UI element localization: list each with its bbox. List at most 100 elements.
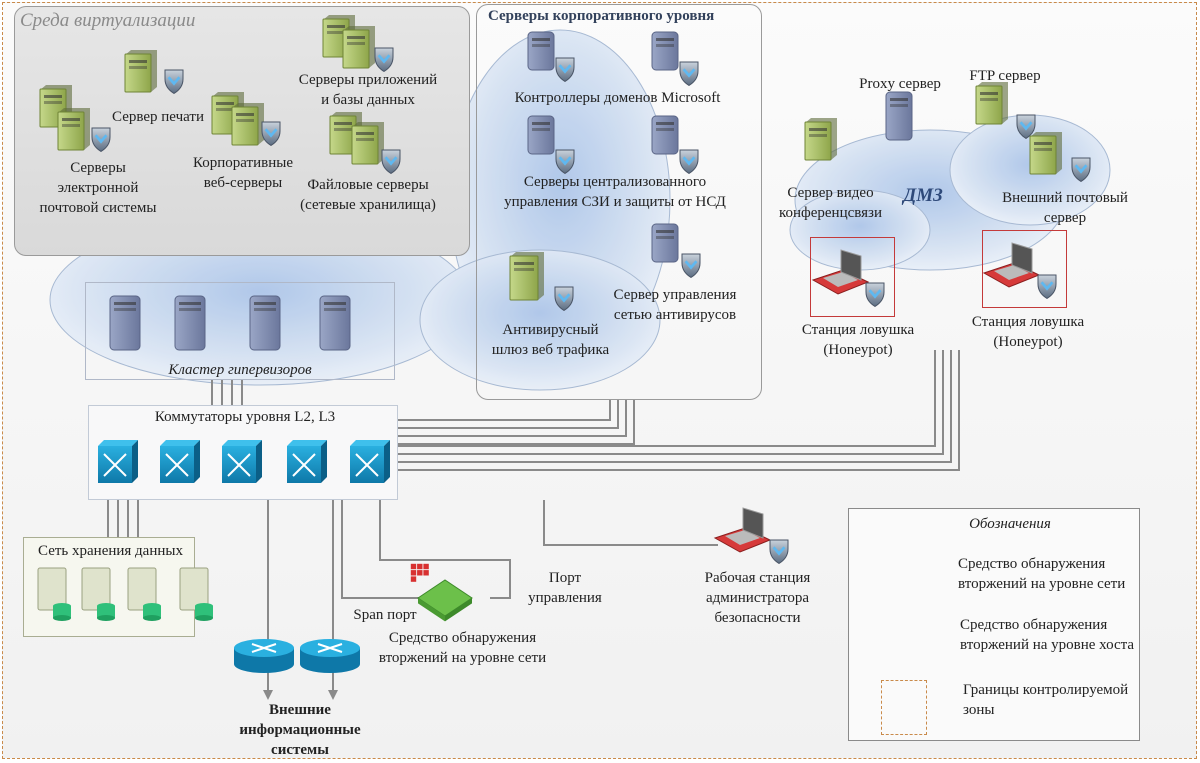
- switch-icon: [98, 440, 138, 483]
- storage-server-icon: [81, 567, 115, 621]
- host-ids-shield-icon: [681, 253, 701, 278]
- label-print-server: Сервер печати: [112, 109, 204, 125]
- server-blue-icon: [651, 31, 679, 71]
- label-line: Рабочая станция: [704, 570, 811, 586]
- label-ext-mail: Внешний почтовый сервер: [990, 188, 1140, 228]
- legend-item-nids-label: Средство обнаружения вторжений на уровне…: [958, 554, 1125, 594]
- admin-workstation-icon: [713, 507, 772, 553]
- host-ids-shield-icon: [679, 149, 699, 174]
- corporate-zone: [476, 4, 762, 400]
- label-line: сетью антивирусов: [613, 307, 737, 323]
- label-line: Станция ловушка: [971, 314, 1085, 330]
- label-proxy: Proxy сервер: [859, 76, 941, 92]
- server-green-icon: [231, 103, 264, 146]
- server-blue-icon: [651, 115, 679, 155]
- label-line: Станция ловушка: [801, 322, 915, 338]
- host-ids-shield-icon: [1071, 157, 1091, 182]
- host-ids-shield-icon: [769, 539, 789, 564]
- label-line: Средство обнаружения: [958, 556, 1106, 572]
- server-blue-icon: [885, 91, 913, 141]
- label-line: Сервер управления: [613, 287, 737, 303]
- label-line: Серверы приложений: [298, 72, 438, 88]
- label-line: веб-серверы: [203, 175, 283, 191]
- network-ids-icon: [410, 563, 473, 622]
- host-ids-shield-icon: [554, 286, 574, 311]
- hypervisor-cluster-box: [85, 282, 395, 380]
- legend-title: Обозначения: [969, 516, 1051, 532]
- label-line: администратора: [705, 590, 810, 606]
- controlled-zone-border-icon: [881, 680, 927, 735]
- server-green-icon: [124, 50, 157, 93]
- host-ids-shield-icon: [1016, 114, 1036, 139]
- router-icon: [234, 639, 294, 673]
- switch-icon: [350, 440, 390, 483]
- label-line: Корпоративные: [193, 155, 293, 171]
- host-ids-shield-icon: [91, 127, 111, 152]
- label-line: Границы контролируемой: [963, 682, 1129, 698]
- honeypot-frame-2: [982, 230, 1067, 308]
- host-ids-shield-icon: [679, 61, 699, 86]
- arrow-heads: [263, 690, 338, 700]
- router-icon: [300, 639, 360, 673]
- label-line: зоны: [963, 702, 995, 718]
- storage-server-icon: [179, 567, 213, 621]
- label-line: Серверы: [70, 160, 126, 176]
- label-line: (сетевые хранилища): [300, 197, 436, 213]
- server-green-icon: [57, 108, 90, 151]
- label-video-conf: Сервер видео конференцсвязи: [768, 183, 893, 223]
- label-line: конференцсвязи: [778, 205, 883, 221]
- label-app-db-servers: Серверы приложений и базы данных: [283, 70, 453, 110]
- honeypot-laptop-icon: [811, 249, 870, 295]
- label-admin-ws: Рабочая станция администратора безопасно…: [690, 568, 825, 628]
- label-line: Сервер видео: [787, 185, 874, 201]
- label-line: вторжений на уровне хоста: [960, 637, 1135, 653]
- host-ids-shield-icon: [865, 282, 885, 307]
- label-line: системы: [271, 742, 329, 758]
- label-line: Внешний почтовый: [1002, 190, 1128, 206]
- label-line: управления: [528, 590, 602, 606]
- server-blue-icon: [249, 295, 281, 351]
- server-green-icon: [342, 26, 375, 69]
- label-external-systems: Внешние информационные системы: [225, 700, 375, 760]
- server-green-icon: [1029, 132, 1062, 175]
- storage-server-icon: [37, 567, 71, 621]
- label-line: Серверы централизованного: [523, 174, 707, 190]
- storage-server-icon: [127, 567, 161, 621]
- switches-title: Коммутаторы уровня L2, L3: [154, 409, 336, 425]
- server-blue-icon: [109, 295, 141, 351]
- dmz-title: ДМЗ: [903, 185, 943, 206]
- label-domain-controllers: Контроллеры доменов Microsoft: [514, 90, 721, 106]
- label-line: (Honeypot): [993, 334, 1063, 350]
- label-line: (Honeypot): [823, 342, 893, 358]
- label-line: и базы данных: [321, 92, 415, 108]
- label-line: шлюз веб трафика: [491, 342, 610, 358]
- label-honeypot-2: Станция ловушка (Honeypot): [953, 312, 1103, 352]
- host-ids-shield-icon: [381, 149, 401, 174]
- label-line: информационные: [239, 722, 361, 738]
- label-mail-servers: Серверы электронной почтовой системы: [38, 158, 158, 218]
- server-green-icon: [975, 82, 1008, 125]
- host-ids-shield-icon: [1037, 274, 1057, 299]
- host-ids-shield-icon: [374, 47, 394, 72]
- host-ids-shield-icon: [164, 69, 184, 94]
- host-ids-shield-icon: [555, 57, 575, 82]
- label-line: Внешние: [269, 702, 331, 718]
- label-line: Файловые серверы: [307, 177, 429, 193]
- label-line: управления СЗИ и защиты от НСД: [504, 194, 726, 210]
- host-ids-shield-icon: [555, 149, 575, 174]
- switch-icon: [287, 440, 327, 483]
- hypervisor-cluster-title: Кластер гипервизоров: [168, 362, 312, 378]
- connection-lines: [107, 350, 960, 690]
- honeypot-laptop-icon: [982, 242, 1041, 288]
- label-line: Порт: [548, 570, 582, 586]
- host-ids-shield-icon: [261, 121, 281, 146]
- server-blue-icon: [527, 115, 555, 155]
- label-av-mgmt: Сервер управления сетью антивирусов: [600, 285, 750, 325]
- label-line: Средство обнаружения: [960, 617, 1108, 633]
- label-nids: Средство обнаружения вторжений на уровне…: [360, 628, 565, 668]
- label-line: безопасности: [714, 610, 801, 626]
- label-line: Средство обнаружения: [388, 630, 537, 646]
- virtualization-title: Среда виртуализации: [20, 10, 196, 31]
